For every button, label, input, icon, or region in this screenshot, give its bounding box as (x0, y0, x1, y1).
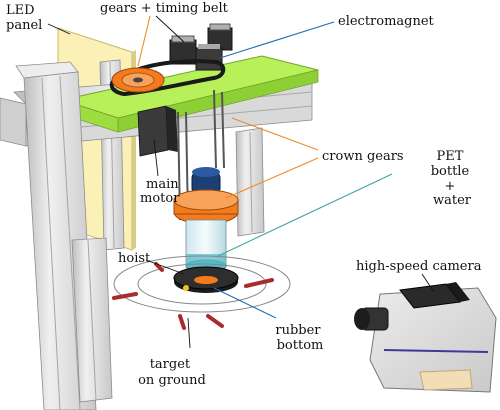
leader-gears-left (137, 15, 151, 67)
leader-led-panel (47, 23, 71, 35)
leader-gears-right (155, 15, 185, 43)
label-main-motor: main motor (140, 177, 183, 206)
leader-crown-gears-2 (225, 157, 319, 199)
main-motor (137, 105, 178, 157)
high-speed-camera (354, 282, 497, 393)
right-upper-extrusion (235, 127, 265, 237)
crown-gear-assembly (173, 167, 239, 225)
leader-electromagnet (219, 21, 335, 59)
electromagnet-block (195, 44, 223, 71)
ground-target (113, 255, 291, 313)
label-led-panel: LED panel (6, 3, 42, 33)
label-electromagnet: electromagnet (338, 14, 435, 29)
orange-pulley-gear (111, 67, 165, 93)
leader-target (187, 317, 191, 349)
label-pet-bottle-water: PET bottle + water (431, 149, 474, 208)
label-crown-gears: crown gears (322, 149, 404, 164)
label-target-on-ground: target on ground (138, 357, 206, 388)
leader-camera (421, 273, 435, 293)
lower-left-extrusion (71, 237, 113, 403)
leader-lines (47, 15, 435, 349)
leader-rubber-bottom (213, 287, 277, 319)
leader-main-motor (153, 139, 159, 177)
label-hoist: hoist (118, 251, 151, 266)
label-gears-timing-belt: gears + timing belt (100, 1, 229, 16)
leader-crown-gears-1 (231, 117, 319, 151)
hoist-platform (173, 266, 239, 293)
label-high-speed-camera: high-speed camera (356, 259, 482, 274)
leader-hoist (145, 259, 185, 275)
label-rubber-bottom: rubber bottom (275, 323, 324, 353)
leader-pet-bottle (217, 173, 393, 257)
timing-belt (109, 59, 226, 97)
target-red-markers (112, 262, 274, 330)
